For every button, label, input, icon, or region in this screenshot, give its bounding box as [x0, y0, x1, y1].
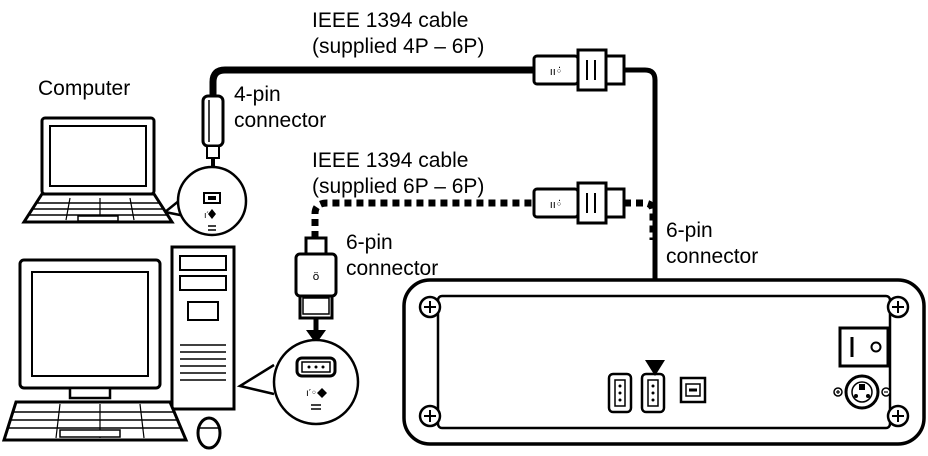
desktop-port-callout: ı′◦: [236, 338, 360, 426]
pin4-label-line2: connector: [234, 109, 327, 132]
external-drive-icon: [402, 278, 926, 446]
ieee1394-port: [640, 372, 666, 414]
cable-6p-6p: [311, 199, 536, 238]
six-pin-plug: ö: [294, 236, 338, 344]
svg-text:ıı◦̇: ıı◦̇: [550, 198, 563, 211]
svg-text:ı′◦: ı′◦: [306, 388, 317, 399]
svg-text:ı′: ı′: [204, 211, 209, 221]
pin4-label-line1: 4-pin: [234, 83, 281, 106]
svg-text:ö: ö: [313, 270, 320, 283]
cable-4p-6p: [209, 66, 540, 99]
cable-6p-6p-label-line1: IEEE 1394 cable: [312, 149, 469, 172]
screw-icon: [886, 295, 910, 319]
laptop-port-callout: ı′: [162, 165, 248, 237]
svg-text:ıı◦̇: ıı◦̇: [550, 65, 563, 78]
pin6-left-label-line2: connector: [346, 257, 439, 280]
ieee1394-port: [607, 372, 633, 414]
screw-icon: [418, 404, 442, 428]
power-switch-icon: [838, 326, 890, 368]
insert-arrow: [645, 360, 665, 376]
cable-4p-6p-tail: [624, 67, 658, 360]
laptop-icon: [21, 116, 175, 224]
screw-icon: [418, 295, 442, 319]
desktop-computer-icon: [1, 245, 236, 450]
power-jack-icon: [833, 374, 891, 410]
screw-icon: [886, 404, 910, 428]
cable-6p-6p-label-line2: (supplied 6P – 6P): [312, 175, 485, 198]
usb-b-port: [679, 376, 707, 404]
pin6-right-label-line2: connector: [666, 245, 759, 268]
ieee1394-plug-icon: ıı◦̇: [532, 181, 626, 225]
pin6-right-label-line1: 6-pin: [666, 219, 713, 242]
computer-label: Computer: [38, 77, 131, 100]
cable-4p-6p-label-line1: IEEE 1394 cable: [312, 9, 469, 32]
pin6-left-label-line1: 6-pin: [346, 231, 393, 254]
cable-4p-6p-label-line2: (supplied 4P – 6P): [312, 35, 485, 58]
cable-6p-6p-tail: [624, 199, 657, 240]
ieee1394-plug-icon: ıı◦̇: [532, 48, 626, 92]
